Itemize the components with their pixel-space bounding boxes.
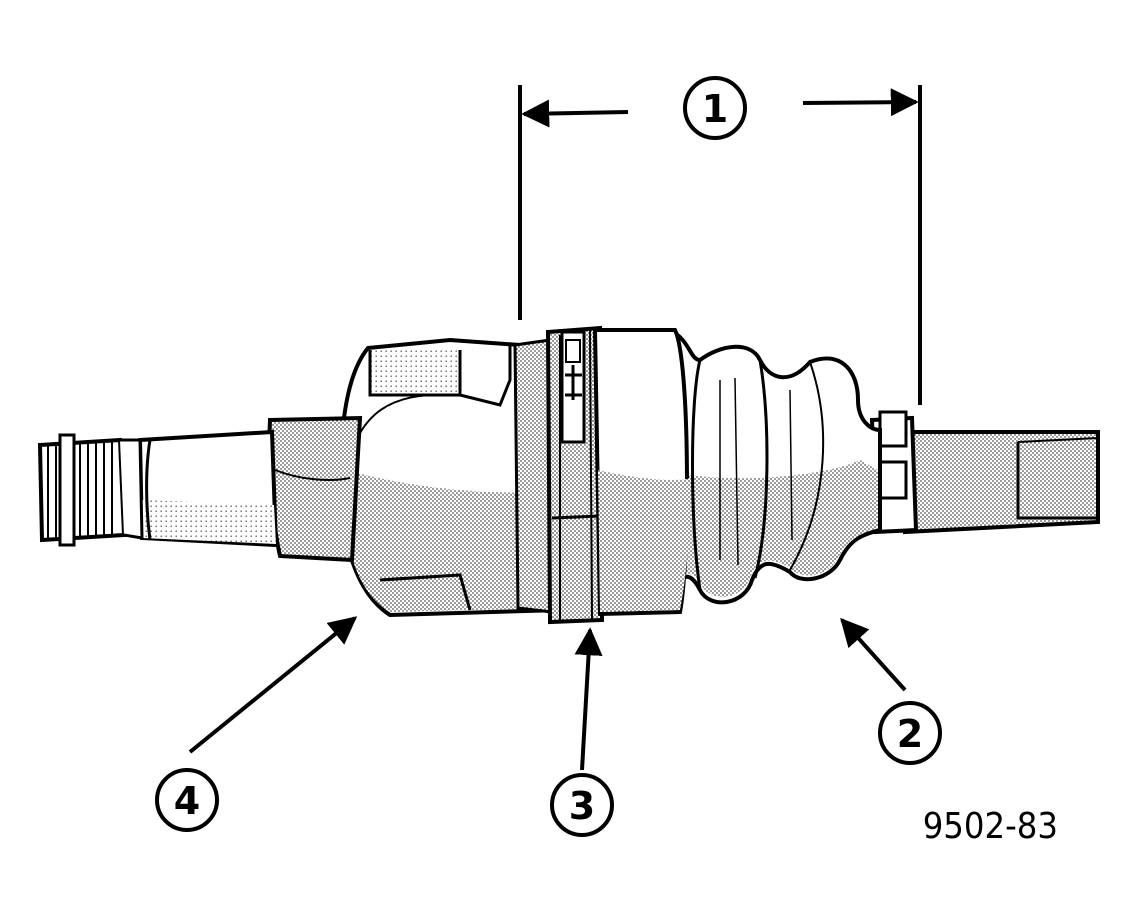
cv-housing <box>337 325 690 625</box>
callout-4-label: 4 <box>174 779 200 823</box>
callout-2: 2 <box>878 701 942 765</box>
figure-id: 9502-83 <box>923 806 1058 847</box>
leader-arrows <box>188 616 907 771</box>
axle-shaft <box>903 430 1100 535</box>
dimension-line <box>518 85 922 405</box>
callout-4: 4 <box>155 768 219 832</box>
callout-1: 1 <box>683 76 747 140</box>
callout-3-label: 3 <box>569 784 595 828</box>
callout-3: 3 <box>550 773 614 837</box>
callout-2-label: 2 <box>897 712 923 756</box>
callout-1-label: 1 <box>702 87 728 131</box>
stub-shaft <box>37 415 363 563</box>
